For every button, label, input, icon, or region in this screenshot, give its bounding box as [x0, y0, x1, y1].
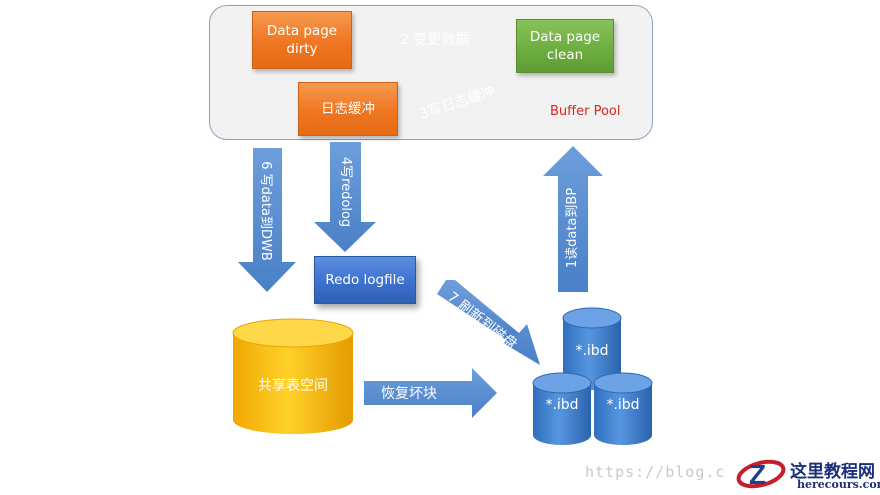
arrow-write-redolog [314, 142, 376, 252]
step-write-dwb-label: 6 写data到DWB [258, 161, 273, 261]
shared-tablespace-cylinder [232, 318, 354, 434]
svg-text:Z: Z [749, 459, 766, 490]
step-read-to-bp-label: 1读data到BP [565, 187, 580, 269]
buffer-pool-label: Buffer Pool [550, 104, 621, 119]
redo-logfile-label: Redo logfile [325, 272, 405, 288]
step-change-data-label: 2 变更数据 [400, 32, 470, 48]
arrow-read-to-bp [543, 146, 603, 292]
redo-logfile-block: Redo logfile [314, 256, 416, 304]
arrow-flush-to-disk [446, 280, 540, 365]
clean-page-line2: clean [546, 47, 584, 63]
dirty-page-line1: Data page [266, 23, 338, 39]
dirty-page-block: Data page dirty [252, 11, 352, 69]
log-buffer-block: 日志缓冲 [298, 82, 398, 136]
arrow-recover-block [364, 368, 497, 418]
ibd-cylinder-top [562, 307, 622, 390]
ibd-cylinder-right [593, 372, 653, 445]
watermark-url: https://blog.c [585, 463, 726, 481]
step-recover-block-label: 恢复坏块 [381, 386, 437, 402]
ibd-label-top: *.ibd [575, 343, 609, 359]
arrow-write-dwb [238, 148, 296, 292]
arrow-flush-body [437, 280, 519, 343]
ibd-label-left: *.ibd [545, 397, 579, 413]
shared-tablespace-label: 共享表空间 [258, 378, 328, 394]
log-buffer-label: 日志缓冲 [321, 101, 375, 117]
brand-name-en: herecours.com [797, 478, 880, 491]
brand-logo-icon: Z [736, 459, 786, 490]
step-write-redolog-label: 4写redolog [338, 156, 353, 228]
dirty-page-line2: dirty [286, 41, 318, 57]
clean-page-block: Data page clean [516, 19, 614, 73]
clean-page-line1: Data page [529, 29, 601, 45]
ibd-cylinder-left [532, 372, 592, 445]
ibd-label-right: *.ibd [606, 397, 640, 413]
brand-name-cn: 这里教程网 [790, 462, 875, 482]
